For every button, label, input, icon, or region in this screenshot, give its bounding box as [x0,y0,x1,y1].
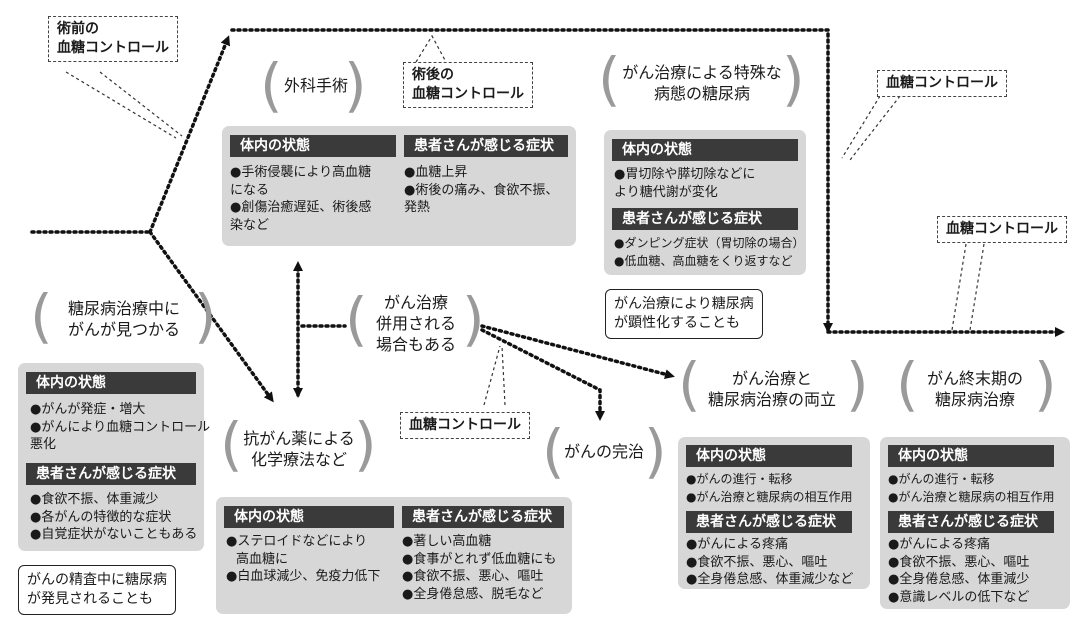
right-paren-icon: ) [1034,350,1057,418]
flow-top-line [230,28,833,333]
symptoms-header: 患者さんが感じる症状 [402,506,564,528]
special-info-box: 体内の状態 ●胃切除や膵切除などに より糖代謝が変化 患者さんが感じる症状 ●ダ… [604,130,806,275]
stage-chemo-title: 抗がん薬による 化学療法など [243,429,355,469]
stage-found-title: 糖尿病治療中に がんが見つかる [67,299,180,339]
right-paren-icon: ) [644,417,667,485]
pre-op-glucose-label: 術前の 血糖コントロール [48,16,178,62]
special-symptom-list: ●ダンピング症状（胃切除の場合） ●低血糖、高血糖をくり返すなど [614,236,805,268]
chemo-symptom-list: ●著しい高血糖 ●食事がとれず低血糖にも ●食欲不振、悪心、嘔吐 ●全身倦怠感、… [402,534,557,602]
right-paren-icon: ) [344,51,367,119]
body-state-header: 体内の状態 [888,445,1054,467]
found-symptom-list: ●食欲不振、体重減少 ●各がんの特徴的な症状 ●自覚症状がないこともある [30,492,198,542]
surgery-info-box: 体内の状態 ●手術侵襲により高血糖 になる ●創傷治癒遅延、術後感 染など 患者… [222,126,576,246]
found-body-list: ●がんが発症・増大 ●がんにより血糖コントロール 悪化 [30,402,211,452]
terminal-body-list: ●がんの進行・転移 ●がん治療と糖尿病の相互作用 [888,472,1055,504]
chemo-body-list: ●ステロイドなどにより 高血糖に ●白血球減少、免疫力低下 [226,534,381,584]
terminal-info-box: 体内の状態 ●がんの進行・転移 ●がん治療と糖尿病の相互作用 患者さんが感じる症… [880,437,1070,609]
glucose-label-right: 血糖コントロール [937,216,1067,243]
body-state-header: 体内の状態 [224,506,394,528]
callout-pre-op [65,71,183,139]
callout-glucose-1 [841,95,901,161]
flow-to-chemo-line [148,230,274,403]
left-paren-icon: ( [260,51,283,119]
stage-surgery-title: 外科手術 [283,76,348,95]
left-paren-icon: ( [220,410,243,478]
symptoms-header: 患者さんが感じる症状 [612,208,798,230]
flow-to-top-line [148,35,231,234]
both-symptom-list: ●がんによる疼痛 ●食欲不振、悪心、嘔吐 ●全身倦怠感、体重減少など [686,537,854,587]
symptoms-header: 患者さんが感じる症状 [26,463,196,485]
left-paren-icon: ( [896,350,919,418]
flow-to-both-line [480,324,675,380]
body-state-header: 体内の状態 [26,372,196,394]
found-info-box: 体内の状態 ●がんが発症・増大 ●がんにより血糖コントロール 悪化 患者さんが感… [18,363,210,551]
surgery-body-list: ●手術侵襲により高血糖 になる ●創傷治癒遅延、術後感 染など [230,165,372,233]
right-paren-icon: ) [782,45,805,113]
surgery-symptom-list: ●血糖上昇 ●術後の痛み、食欲不振、 発熱 [404,165,559,215]
stage-terminal-title: がん終末期の 糖尿病治療 [926,369,1023,409]
left-paren-icon: ( [678,350,701,418]
left-paren-icon: ( [598,45,621,113]
symptoms-header: 患者さんが感じる症状 [686,511,852,533]
right-paren-icon: ) [354,410,377,478]
left-paren-icon: ( [345,285,368,353]
special-body-list: ●胃切除や膵切除などに より糖代謝が変化 [614,167,756,200]
both-info-box: 体内の状態 ●がんの進行・転移 ●がん治療と糖尿病の相互作用 患者さんが感じる症… [678,437,870,589]
symptoms-header: 患者さんが感じる症状 [404,135,568,157]
chemo-info-box: 体内の状態 ●ステロイドなどにより 高血糖に ●白血球減少、免疫力低下 患者さん… [216,497,572,614]
glucose-label-top-right: 血糖コントロール [877,70,1007,97]
both-body-list: ●がんの進行・転移 ●がん治療と糖尿病の相互作用 [686,472,853,504]
right-paren-icon: ) [846,350,869,418]
glucose-label-bottom: 血糖コントロール [400,412,530,439]
body-state-header: 体内の状態 [612,139,798,161]
left-paren-icon: ( [30,282,53,350]
callout-glucose-3 [483,345,506,406]
flow-to-cure-line [480,328,605,421]
terminal-symptom-list: ●がんによる疼痛 ●食欲不振、悪心、嘔吐 ●全身倦怠感、体重減少 ●意識レベルの… [888,537,1030,605]
stage-special-title: がん治療による特殊な 病態の糖尿病 [622,63,782,103]
stage-combined-title: がん治療 併用される 場合もある [375,293,456,354]
callout-post-op [415,34,447,63]
right-paren-icon: ) [462,285,485,353]
stage-cure-title: がんの完治 [563,442,644,461]
special-note: がん治療により糖尿病 が顕性化することも [605,289,763,339]
right-paren-icon: ) [194,282,217,350]
stage-both-title: がん治療と 糖尿病治療の両立 [707,369,836,409]
body-state-header: 体内の状態 [686,445,852,467]
found-note: がんの精査中に糖尿病 が発見されることも [18,565,176,615]
callout-glucose-2 [951,243,985,331]
symptoms-header: 患者さんが感じる症状 [888,511,1054,533]
left-paren-icon: ( [542,417,565,485]
post-op-glucose-label: 術後の 血糖コントロール [403,62,533,108]
body-state-header: 体内の状態 [230,135,396,157]
